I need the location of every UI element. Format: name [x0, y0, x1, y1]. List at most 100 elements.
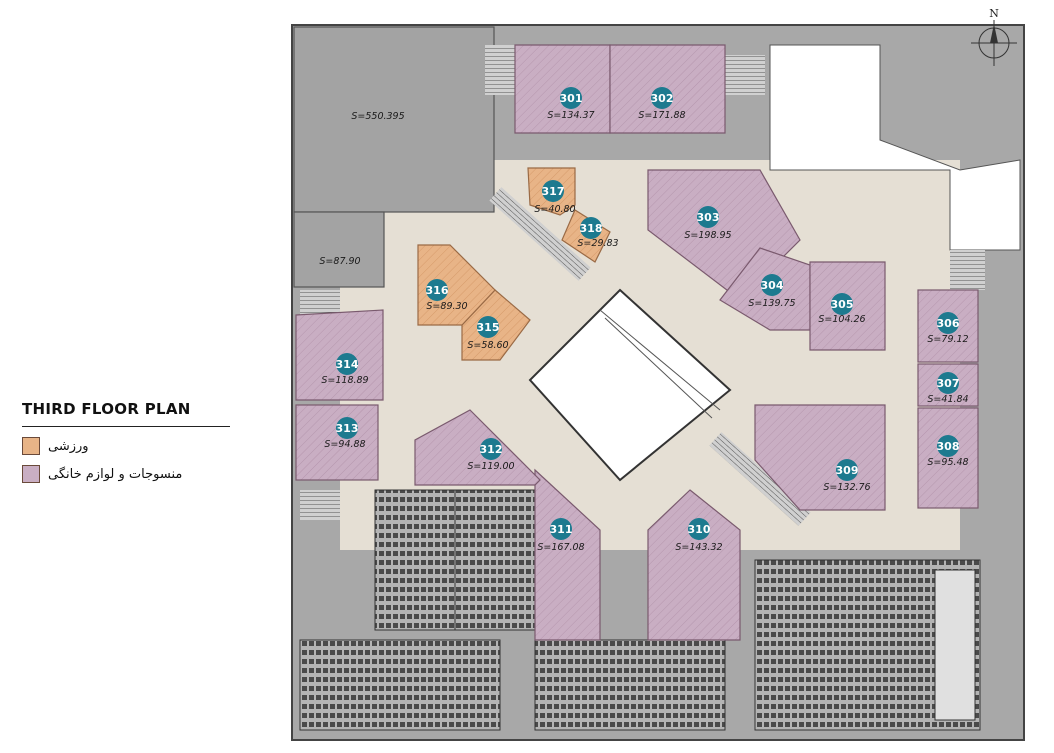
legend-swatch-textiles [22, 465, 40, 483]
unit-316-shape [417, 244, 496, 326]
unit-marker [831, 293, 853, 315]
unit-312-shape [414, 409, 541, 486]
unit-marker [580, 217, 602, 239]
unit-310-shape [647, 489, 741, 641]
cinema-halls [299, 489, 981, 731]
north-pointer [990, 24, 998, 43]
unit-304: 304 S=139.75 [748, 274, 796, 309]
unit-number: 318 [580, 222, 603, 235]
unit-314-shape [295, 309, 384, 401]
cinema-hall-c [299, 639, 501, 731]
unit-number: 301 [560, 92, 583, 105]
escalator-lower-right [709, 432, 811, 526]
unit-311-shape [534, 468, 601, 641]
unit-marker [560, 87, 582, 109]
unit-marker [477, 316, 499, 338]
unit-number: 305 [831, 298, 854, 311]
unit-number: 306 [937, 317, 960, 330]
unit-marker [542, 180, 564, 202]
unit-marker [336, 417, 358, 439]
unit-area: S=171.88 [638, 110, 685, 121]
cinema-hall-a [374, 489, 456, 631]
lower-left-stair [300, 490, 340, 520]
unit-number: 309 [836, 464, 859, 477]
cinema-screen [934, 569, 976, 721]
north-arrow: N [971, 7, 1017, 66]
unit-area: S=198.95 [684, 230, 731, 241]
unit-marker [697, 206, 719, 228]
legend-label-sports: ورزشی [48, 438, 89, 454]
upper-stair [485, 45, 515, 95]
unit-labels: 301 S=134.37 302 S=171.88 303 S=198.95 3… [319, 87, 969, 553]
unit-marker [937, 435, 959, 457]
unit-area: S=94.88 [324, 439, 365, 450]
unit-303: 303 S=198.95 [684, 206, 732, 241]
unit-area: S=95.48 [927, 457, 968, 468]
large-service-area [293, 26, 495, 213]
unit-302: 302 S=171.88 [638, 87, 686, 121]
unit-area: S=29.83 [577, 238, 618, 249]
unit-number: 314 [336, 358, 359, 371]
unit-314: 314 S=118.89 [321, 353, 369, 386]
unit-number: 313 [336, 422, 359, 435]
unit-marker [836, 459, 858, 481]
small-service-area [293, 211, 385, 288]
unit-marker [937, 312, 959, 334]
unit-318: 318 S=29.83 [577, 217, 619, 249]
unit-number: 315 [477, 321, 500, 334]
unit-marker [688, 518, 710, 540]
unit-marker [651, 87, 673, 109]
unit-number: 308 [937, 440, 960, 453]
escalators [489, 187, 811, 526]
outdoor-terrace [769, 44, 1021, 251]
unit-area: S=40.80 [534, 204, 575, 215]
unit-area: S=132.76 [823, 482, 870, 493]
legend-swatch-sports [22, 437, 40, 455]
unit-area: S=119.00 [467, 461, 514, 472]
unit-area: S=89.30 [426, 301, 467, 312]
unit-310: 310 S=143.32 [675, 518, 723, 553]
unit-marker [550, 518, 572, 540]
unit-number: 310 [688, 523, 711, 536]
unit-308: 308 S=95.48 [927, 435, 969, 468]
unit-306: 306 S=79.12 [927, 312, 969, 345]
unit-area: S=79.12 [927, 334, 968, 345]
unit-316: 316 S=89.30 [426, 279, 468, 312]
unit-marker [426, 279, 448, 301]
large-area-label: S=550.395 [351, 111, 404, 122]
unit-number: 311 [550, 523, 573, 536]
unit-307: 307 S=41.84 [927, 372, 969, 405]
unit-317: 317 S=40.80 [534, 180, 576, 215]
unit-309-shape [754, 404, 886, 511]
unit-311: 311 S=167.08 [537, 518, 585, 553]
service-areas [293, 26, 985, 520]
cinema-hall-d [534, 639, 726, 731]
atrium-void [528, 288, 732, 482]
unit-309: 309 S=132.76 [823, 459, 871, 493]
unit-marker [336, 353, 358, 375]
unit-number: 307 [937, 377, 960, 390]
unit-number: 316 [426, 284, 449, 297]
unit-area: S=143.32 [675, 542, 722, 553]
small-area-label: S=87.90 [319, 256, 360, 267]
unit-305: 305 S=104.26 [818, 293, 866, 325]
plan-title: THIRD FLOOR PLAN [22, 400, 191, 418]
unit-315: 315 S=58.60 [467, 316, 509, 351]
unit-308-shape [917, 407, 979, 509]
unit-area: S=104.26 [818, 314, 865, 325]
unit-313: 313 S=94.88 [324, 417, 366, 450]
unit-number: 303 [697, 211, 720, 224]
unit-marker [761, 274, 783, 296]
unit-number: 302 [651, 92, 674, 105]
unit-301: 301 S=134.37 [547, 87, 595, 121]
unit-number: 304 [761, 279, 784, 292]
unit-312: 312 S=119.00 [467, 438, 515, 472]
unit-313-shape [295, 404, 379, 481]
legend-item-sports: ورزشی [22, 437, 232, 455]
legend: THIRD FLOOR PLAN ورزشی منسوجات و لوازم خ… [22, 400, 232, 483]
unit-area: S=41.84 [927, 394, 968, 405]
legend-item-textiles: منسوجات و لوازم خانگی [22, 465, 232, 483]
title-underline [22, 426, 230, 427]
unit-area: S=167.08 [537, 542, 584, 553]
